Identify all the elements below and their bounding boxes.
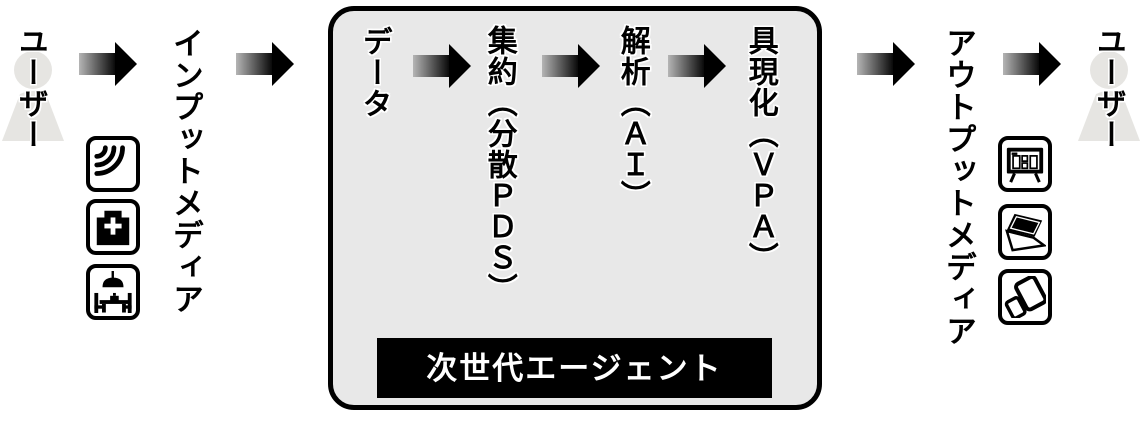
arrow-input-to-agent-icon [236, 42, 294, 86]
output-media-label: アウトプットメディア [940, 27, 976, 347]
user-left-figure [0, 44, 66, 144]
first-aid-kit-icon [86, 199, 140, 255]
step-realization-label: 具現化（ＶＰＡ） [743, 25, 777, 273]
step-data-label: データ [357, 26, 391, 119]
arrow-aggregation-to-analysis-icon [542, 44, 600, 88]
tv-display-icon [998, 136, 1052, 192]
agent-box: データ 集約（分散ＰＤＳ） 解析（ＡＩ） 具現化（ＶＰＡ） 次世代エージェント [328, 6, 822, 410]
step-aggregation-label: 集約（分散ＰＤＳ） [482, 25, 516, 304]
laptop-icon [998, 204, 1052, 260]
agent-caption-label: 次世代エージェント [426, 350, 723, 386]
tablet-and-phone-icon [998, 269, 1052, 325]
person-icon [2, 51, 64, 141]
radio-wave-icon [86, 136, 140, 192]
agent-caption: 次世代エージェント [377, 338, 772, 398]
room-interior-icon [86, 264, 140, 320]
person-icon [1078, 51, 1140, 141]
arrow-output-to-user-icon [1003, 42, 1061, 86]
arrow-data-to-aggregation-icon [413, 44, 471, 88]
arrow-user-to-input-icon [79, 42, 137, 86]
step-analysis-label: 解析（ＡＩ） [615, 25, 649, 211]
user-right-label: ユーザー [1091, 26, 1125, 150]
input-media-label: インプットメディア [167, 27, 203, 315]
user-right-figure [1076, 44, 1140, 144]
arrow-analysis-to-realization-icon [668, 44, 726, 88]
user-left-label: ユーザー [13, 26, 47, 150]
arrow-agent-to-output-icon [857, 42, 915, 86]
